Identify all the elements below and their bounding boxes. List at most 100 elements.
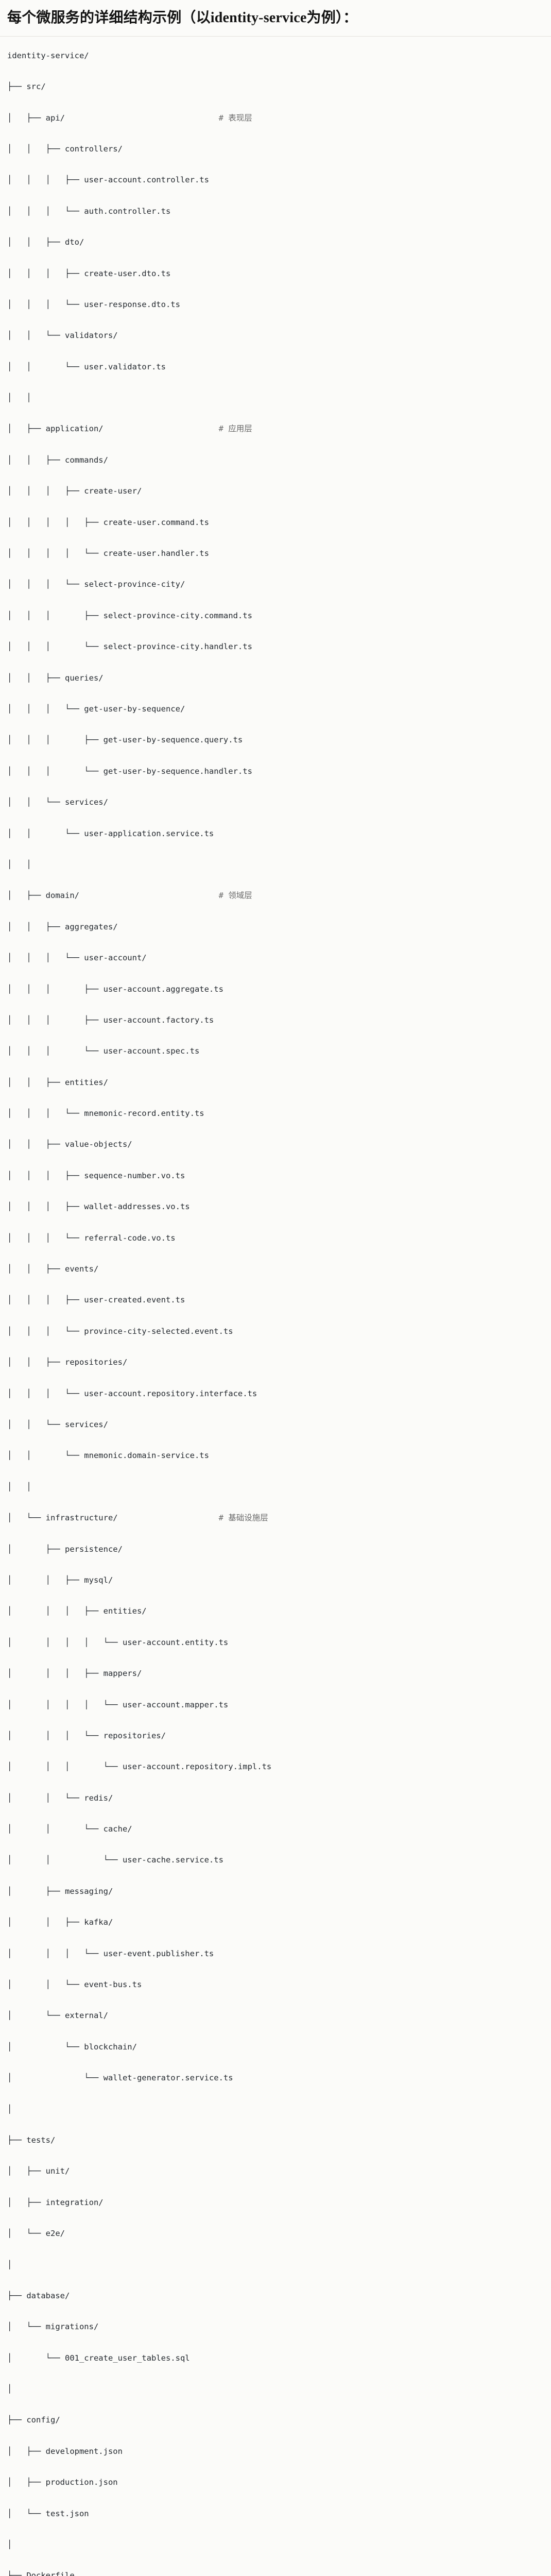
tree-line-path: │ │ └── event-bus.ts [7, 1980, 142, 1990]
tree-line-path: │ │ ├── value-objects/ [7, 1140, 132, 1149]
tree-line: │ │ ├── value-objects/ [7, 1137, 544, 1152]
tree-line: │ │ │ │ ├── create-user.command.ts [7, 515, 544, 530]
tree-line: │ │ │ └── province-city-selected.event.t… [7, 1324, 544, 1339]
tree-line: │ │ │ └── select-province-city.handler.t… [7, 639, 544, 654]
tree-line-path: │ │ │ └── user-response.dto.ts [7, 299, 180, 309]
tree-line: │ │ │ │ └── user-account.entity.ts [7, 1635, 544, 1650]
tree-line-path: │ ├── messaging/ [7, 1886, 113, 1896]
tree-line: │ │ ├── commands/ [7, 452, 544, 468]
tree-line: │ │ ├── events/ [7, 1261, 544, 1277]
tree-line: │ ├── persistence/ [7, 1541, 544, 1557]
tree-line-path: │ [7, 2260, 12, 2269]
tree-line: │ │ ├── entities/ [7, 1075, 544, 1090]
tree-line: ├── tests/ [7, 2132, 544, 2148]
tree-line-path: │ │ │ └── get-user-by-sequence/ [7, 704, 185, 714]
tree-line: │ └── infrastructure/ # 基础设施层 [7, 1510, 544, 1526]
tree-line-path: │ │ ├── mysql/ [7, 1575, 113, 1585]
tree-line: │ │ ├── controllers/ [7, 141, 544, 157]
tree-line: │ │ [7, 857, 544, 872]
tree-line-path: │ ├── domain/ [7, 891, 79, 901]
tree-line: │ │ ├── kafka/ [7, 1914, 544, 1930]
tree-line: │ │ └── validators/ [7, 328, 544, 343]
tree-line: │ │ │ ├── user-account.controller.ts [7, 172, 544, 188]
tree-line: │ │ │ └── user-account.spec.ts [7, 1043, 544, 1059]
tree-line: │ │ └── user-cache.service.ts [7, 1852, 544, 1868]
tree-line-path: │ │ │ └── user-event.publisher.ts [7, 1948, 214, 1958]
tree-line-path: ├── database/ [7, 2291, 70, 2300]
tree-line: │ └── test.json [7, 2506, 544, 2521]
tree-line-path: ├── config/ [7, 2415, 60, 2425]
title-divider [0, 36, 551, 37]
tree-line: ├── Dockerfile [7, 2568, 544, 2576]
tree-line-path: │ │ ├── commands/ [7, 455, 108, 465]
tree-line-path: │ ├── unit/ [7, 2166, 70, 2176]
tree-line: │ │ │ └── select-province-city/ [7, 577, 544, 592]
tree-line-path: │ │ │ └── auth.controller.ts [7, 206, 171, 216]
tree-line: │ │ │ └── get-user-by-sequence/ [7, 701, 544, 717]
tree-line-gap [79, 891, 219, 900]
tree-line: │ ├── application/ # 应用层 [7, 421, 544, 436]
tree-line: │ │ └── mnemonic.domain-service.ts [7, 1448, 544, 1463]
tree-line-path: │ ├── development.json [7, 2446, 123, 2456]
tree-line-gap [118, 1513, 219, 1522]
tree-line: │ └── migrations/ [7, 2319, 544, 2334]
directory-tree-block: identity-service/ ├── src/ │ ├── api/ # … [0, 36, 551, 2576]
tree-line-path: │ │ └── mnemonic.domain-service.ts [7, 1451, 209, 1461]
tree-line-path: │ └── blockchain/ [7, 2042, 137, 2052]
tree-line-path: │ │ │ └── mnemonic-record.entity.ts [7, 1109, 204, 1118]
tree-line: │ │ │ └── mnemonic-record.entity.ts [7, 1106, 544, 1121]
tree-line-path: │ │ │ ├── user-created.event.ts [7, 1295, 185, 1305]
tree-line-path: │ │ └── user-cache.service.ts [7, 1855, 223, 1865]
tree-line: │ ├── integration/ [7, 2195, 544, 2210]
tree-line: │ │ │ ├── user-created.event.ts [7, 1292, 544, 1308]
tree-line: │ │ │ ├── create-user.dto.ts [7, 266, 544, 281]
tree-line: │ │ │ ├── entities/ [7, 1603, 544, 1619]
tree-line-path: │ │ ├── controllers/ [7, 144, 123, 154]
tree-line-path: │ │ ├── entities/ [7, 1077, 108, 1087]
tree-line-path: │ │ ├── queries/ [7, 673, 104, 683]
tree-line-path: │ │ └── redis/ [7, 1793, 113, 1803]
tree-line-comment: # 基础设施层 [218, 1513, 268, 1523]
tree-line-path: │ │ ├── repositories/ [7, 1358, 128, 1367]
tree-line-path: │ │ │ └── user-account.repository.impl.t… [7, 1762, 272, 1772]
tree-line-path: │ └── test.json [7, 2509, 89, 2518]
tree-line: │ │ └── user.validator.ts [7, 359, 544, 375]
tree-line-path: │ │ [7, 1482, 31, 1492]
tree-line: │ │ │ ├── mappers/ [7, 1666, 544, 1681]
tree-line: │ │ │ └── repositories/ [7, 1728, 544, 1743]
tree-line: │ │ [7, 1479, 544, 1495]
tree-line: │ │ │ └── auth.controller.ts [7, 204, 544, 219]
tree-line: │ │ [7, 390, 544, 405]
tree-line-path: │ │ └── validators/ [7, 331, 118, 341]
tree-line-path: │ │ └── cache/ [7, 1824, 132, 1834]
tree-line-path: │ │ │ ├── user-account.aggregate.ts [7, 984, 223, 994]
tree-line-path: │ │ │ └── user-account.repository.interf… [7, 1388, 257, 1398]
tree-line: │ │ ├── mysql/ [7, 1572, 544, 1588]
tree-line: │ │ │ └── referral-code.vo.ts [7, 1230, 544, 1246]
tree-line-path: │ │ │ └── user-account/ [7, 953, 147, 963]
tree-line-path: │ ├── production.json [7, 2478, 118, 2487]
tree-line: │ └── e2e/ [7, 2226, 544, 2241]
tree-line-path: │ │ │ ├── mappers/ [7, 1669, 142, 1679]
tree-line: │ │ ├── queries/ [7, 670, 544, 686]
tree-line-path: │ │ │ │ ├── create-user.command.ts [7, 517, 209, 527]
tree-line-path: │ │ │ ├── get-user-by-sequence.query.ts [7, 735, 243, 745]
tree-line: │ │ │ └── user-response.dto.ts [7, 297, 544, 312]
tree-line-path: identity-service/ [7, 50, 89, 60]
tree-line: ├── database/ [7, 2288, 544, 2303]
tree-line-path: │ │ │ └── province-city-selected.event.t… [7, 1326, 233, 1336]
tree-line-path: │ │ ├── events/ [7, 1264, 99, 1274]
tree-line: │ │ │ │ └── create-user.handler.ts [7, 546, 544, 561]
tree-line: │ │ ├── dto/ [7, 234, 544, 250]
tree-line: │ ├── domain/ # 领域层 [7, 888, 544, 903]
tree-line: ├── config/ [7, 2412, 544, 2428]
tree-line-path: ├── Dockerfile [7, 2571, 75, 2576]
tree-line-path: │ [7, 2540, 12, 2550]
tree-line-path: │ │ │ ├── create-user/ [7, 486, 142, 496]
tree-line-path: │ [7, 2384, 12, 2394]
tree-line: │ │ │ └── user-account/ [7, 950, 544, 965]
tree-line-path: │ ├── persistence/ [7, 1544, 123, 1554]
tree-line: │ │ ├── repositories/ [7, 1354, 544, 1370]
tree-line-path: │ └── 001_create_user_tables.sql [7, 2353, 190, 2363]
tree-line-comment: # 领域层 [218, 891, 252, 901]
